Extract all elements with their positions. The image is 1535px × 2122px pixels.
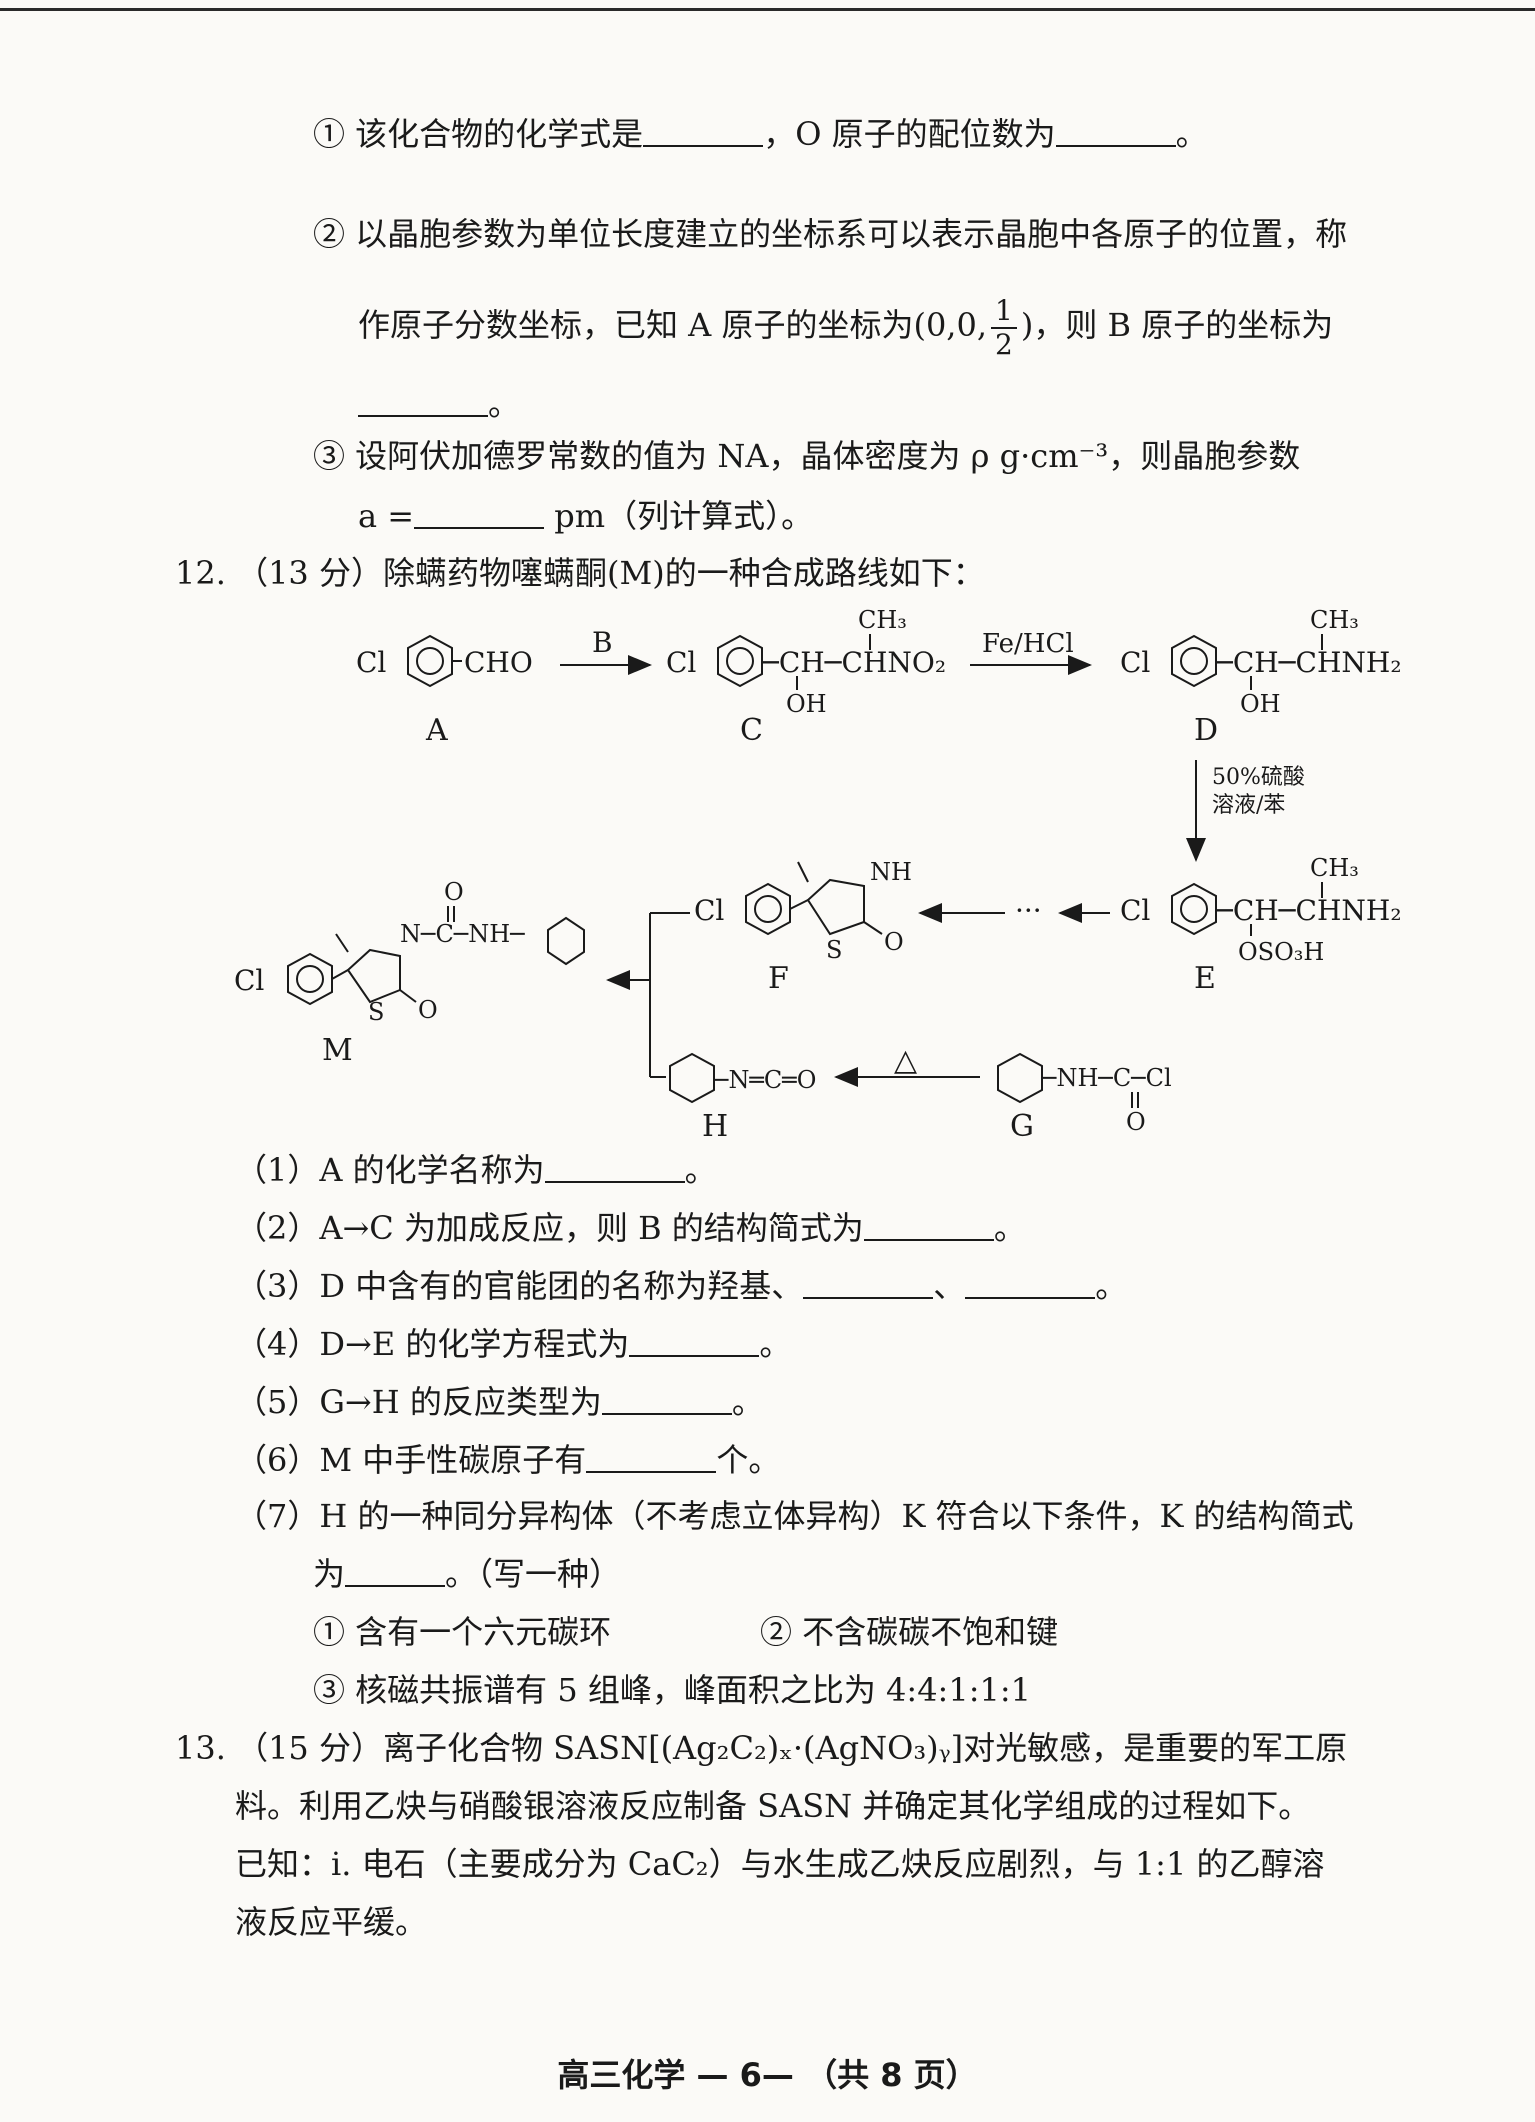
q12-header: 12. （13 分）除螨药物噻螨酮(M)的一种合成路线如下： <box>175 554 985 592</box>
svg-text:O: O <box>418 996 438 1024</box>
q12-sub7-line2: 为。（写一种） <box>313 1555 622 1593</box>
svg-text:Cl: Cl <box>356 646 386 679</box>
q12-sub2: （2）A→C 为加成反应，则 B 的结构简式为。 <box>235 1209 1026 1247</box>
compound-m: Cl N─C─NH─ O S O M <box>234 878 585 1068</box>
q13-line3: 已知：ⅰ. 电石（主要成分为 CaC₂）与水生成乙炔反应剧烈，与 1:1 的乙醇… <box>235 1845 1325 1883</box>
answer-blank[interactable] <box>629 1325 760 1357</box>
svg-text:NH: NH <box>870 858 912 886</box>
svg-text:D: D <box>1194 713 1218 748</box>
q13-line4: 液反应平缓。 <box>235 1903 428 1941</box>
q13-line2: 料。利用乙炔与硝酸银溶液反应制备 SASN 并确定其化学组成的过程如下。 <box>235 1787 1311 1825</box>
q11-item2-line3: 。 <box>358 382 520 426</box>
svg-text:···: ··· <box>1015 894 1042 927</box>
q12-sub1: （1）A 的化学名称为。 <box>235 1151 717 1189</box>
q12-cond1: ① 含有一个六元碳环 <box>313 1613 612 1651</box>
svg-text:OH: OH <box>786 690 827 718</box>
compound-f: Cl NH S O F <box>694 858 912 996</box>
svg-text:O: O <box>444 878 464 906</box>
svg-text:A: A <box>425 713 448 748</box>
svg-text:CH₃: CH₃ <box>1310 854 1359 882</box>
answer-blank[interactable] <box>345 1555 446 1587</box>
answer-blank[interactable] <box>601 1383 732 1415</box>
svg-text:Cl: Cl <box>1120 646 1150 679</box>
svg-text:M: M <box>322 1033 353 1068</box>
q12-sub7-line1: （7）H 的一种同分异构体（不考虑立体异构）K 符合以下条件，K 的结构简式 <box>235 1497 1354 1535</box>
thiazolidinone-ring <box>806 878 865 936</box>
svg-text:△: △ <box>894 1043 917 1078</box>
q11-item3-line1: ③ 设阿伏加德罗常数的值为 NA，晶体密度为 ρ g·cm⁻³，则晶胞参数 <box>313 437 1301 475</box>
svg-text:─CH─CHNH₂: ─CH─CHNH₂ <box>1215 646 1402 679</box>
svg-text:CHO: CHO <box>464 646 533 679</box>
svg-text:溶液/苯: 溶液/苯 <box>1212 793 1285 818</box>
q11-item1: ① 该化合物的化学式是，O 原子的配位数为。 <box>313 115 1208 153</box>
svg-text:Fe/HCl: Fe/HCl <box>982 629 1074 659</box>
svg-text:─CH─CHNH₂: ─CH─CHNH₂ <box>1215 894 1402 927</box>
svg-text:C: C <box>740 713 763 748</box>
answer-blank[interactable] <box>643 115 764 147</box>
benzene-inner <box>416 647 444 675</box>
svg-text:H: H <box>702 1109 728 1140</box>
svg-text:─N═C═O: ─N═C═O <box>713 1066 816 1094</box>
q12-cond2: ② 不含碳碳不饱和键 <box>760 1613 1059 1651</box>
q12-sub5: （5）G→H 的反应类型为。 <box>235 1383 764 1421</box>
q12-sub3: （3）D 中含有的官能团的名称为羟基、、。 <box>235 1267 1128 1305</box>
svg-text:G: G <box>1010 1109 1034 1140</box>
svg-text:Cl: Cl <box>666 646 696 679</box>
svg-text:Cl: Cl <box>1120 894 1150 927</box>
answer-blank[interactable] <box>863 1209 994 1241</box>
svg-text:50%硫酸: 50%硫酸 <box>1212 765 1305 790</box>
answer-blank[interactable] <box>803 1267 934 1299</box>
answer-blank[interactable] <box>358 385 488 417</box>
q12-sub6: （6）M 中手性碳原子有个。 <box>235 1441 781 1479</box>
svg-text:B: B <box>592 626 613 659</box>
compound-c: Cl ─CH─CHNO₂ CH₃ OH C <box>666 606 946 748</box>
benzene-ring <box>407 634 453 688</box>
q13-line1: 13. （15 分）离子化合物 SASN[(Ag₂C₂)ₓ·(AgNO₃)ᵧ]对… <box>175 1729 1348 1767</box>
synthesis-scheme: Cl CHO A B Cl ─CH─CHNO₂ CH₃ OH C Fe/HCl … <box>234 606 1402 1140</box>
svg-text:Cl: Cl <box>694 894 724 927</box>
svg-text:S: S <box>368 998 384 1026</box>
answer-blank[interactable] <box>414 497 545 529</box>
compound-e: Cl ─CH─CHNH₂ CH₃ OSO₃H E <box>1120 854 1402 996</box>
answer-blank[interactable] <box>586 1441 717 1473</box>
compound-a: Cl CHO A <box>356 634 533 748</box>
svg-text:─CH─CHNO₂: ─CH─CHNO₂ <box>761 646 946 679</box>
cyclohexane-ring <box>547 916 585 966</box>
svg-text:N─C─NH─: N─C─NH─ <box>400 920 525 948</box>
svg-text:CH₃: CH₃ <box>858 606 907 634</box>
svg-text:O: O <box>884 928 904 956</box>
compound-h: ─N═C═O H <box>669 1052 816 1140</box>
svg-text:Cl: Cl <box>234 964 264 997</box>
svg-text:─NH─C─Cl: ─NH─C─Cl <box>1041 1064 1172 1092</box>
svg-text:E: E <box>1194 961 1216 996</box>
q12-sub4: （4）D→E 的化学方程式为。 <box>235 1325 792 1363</box>
q12-cond3: ③ 核磁共振谱有 5 组峰，峰面积之比为 4:4:1:1:1 <box>313 1671 1031 1709</box>
compound-d: Cl ─CH─CHNH₂ CH₃ OH D <box>1120 606 1402 748</box>
svg-text:S: S <box>826 936 842 964</box>
answer-blank[interactable] <box>965 1267 1096 1299</box>
answer-blank[interactable] <box>1055 115 1176 147</box>
svg-text:OSO₃H: OSO₃H <box>1238 938 1324 966</box>
svg-text:F: F <box>768 961 789 996</box>
answer-blank[interactable] <box>544 1151 685 1183</box>
svg-text:CH₃: CH₃ <box>1310 606 1359 634</box>
top-border <box>0 8 1535 11</box>
q11-item2-line1: ② 以晶胞参数为单位长度建立的坐标系可以表示晶胞中各原子的位置，称 <box>313 215 1348 253</box>
page-footer: 高三化学 — 6— （共 8 页） <box>557 2056 978 2094</box>
compound-g: ─NH─C─Cl O G <box>997 1052 1172 1140</box>
svg-text:O: O <box>1126 1108 1146 1136</box>
svg-text:OH: OH <box>1240 690 1281 718</box>
q11-item3-line2: a = pm（列计算式）。 <box>358 497 814 535</box>
